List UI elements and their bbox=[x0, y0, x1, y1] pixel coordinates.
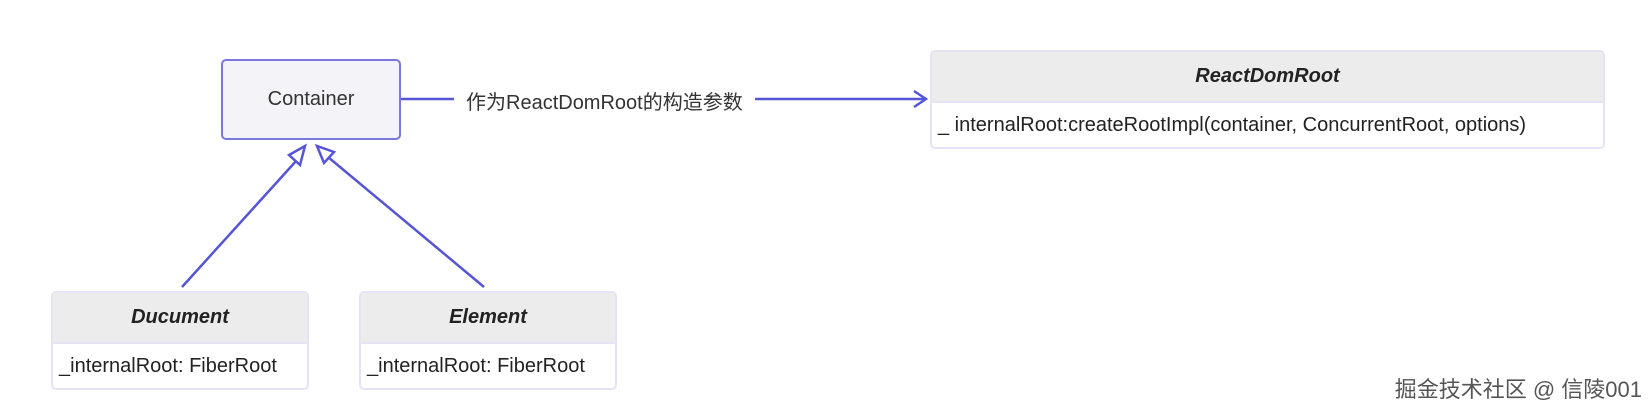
ducument-class-header: Ducument bbox=[53, 293, 307, 344]
element-class-members: _internalRoot: FiberRoot bbox=[361, 344, 615, 388]
element-class-header: Element bbox=[361, 293, 615, 344]
association-label-text: 作为ReactDomRoot的构造参数 bbox=[466, 92, 743, 114]
edge-element-to-container bbox=[327, 156, 485, 288]
ducument-class-title: Ducument bbox=[131, 306, 229, 328]
ducument-class: Ducument _internalRoot: FiberRoot bbox=[51, 291, 309, 390]
edge-ducument-to-container bbox=[181, 159, 298, 288]
reactdomroot-class-members: _ internalRoot:createRootImpl(container,… bbox=[932, 103, 1603, 147]
reactdomroot-class-header: ReactDomRoot bbox=[932, 52, 1603, 103]
container-node: Container bbox=[221, 59, 401, 140]
reactdomroot-class: ReactDomRoot _ internalRoot:createRootIm… bbox=[930, 50, 1605, 149]
container-label: Container bbox=[267, 88, 355, 110]
ducument-member: _internalRoot: FiberRoot bbox=[59, 354, 277, 377]
inheritance-arrow-ducument bbox=[286, 143, 307, 168]
association-edge-label: 作为ReactDomRoot的构造参数 bbox=[454, 86, 755, 115]
reactdomroot-class-title: ReactDomRoot bbox=[1195, 65, 1340, 87]
arrowhead-reactdomroot bbox=[913, 89, 929, 109]
reactdomroot-member: _ internalRoot:createRootImpl(container,… bbox=[938, 113, 1527, 136]
inheritance-arrow-element bbox=[314, 143, 337, 166]
element-class-title: Element bbox=[449, 306, 527, 328]
ducument-class-members: _internalRoot: FiberRoot bbox=[53, 344, 307, 388]
element-class: Element _internalRoot: FiberRoot bbox=[359, 291, 617, 390]
element-member: _internalRoot: FiberRoot bbox=[367, 354, 585, 377]
watermark: 掘金技术社区 @ 信陵001 bbox=[1394, 377, 1642, 402]
